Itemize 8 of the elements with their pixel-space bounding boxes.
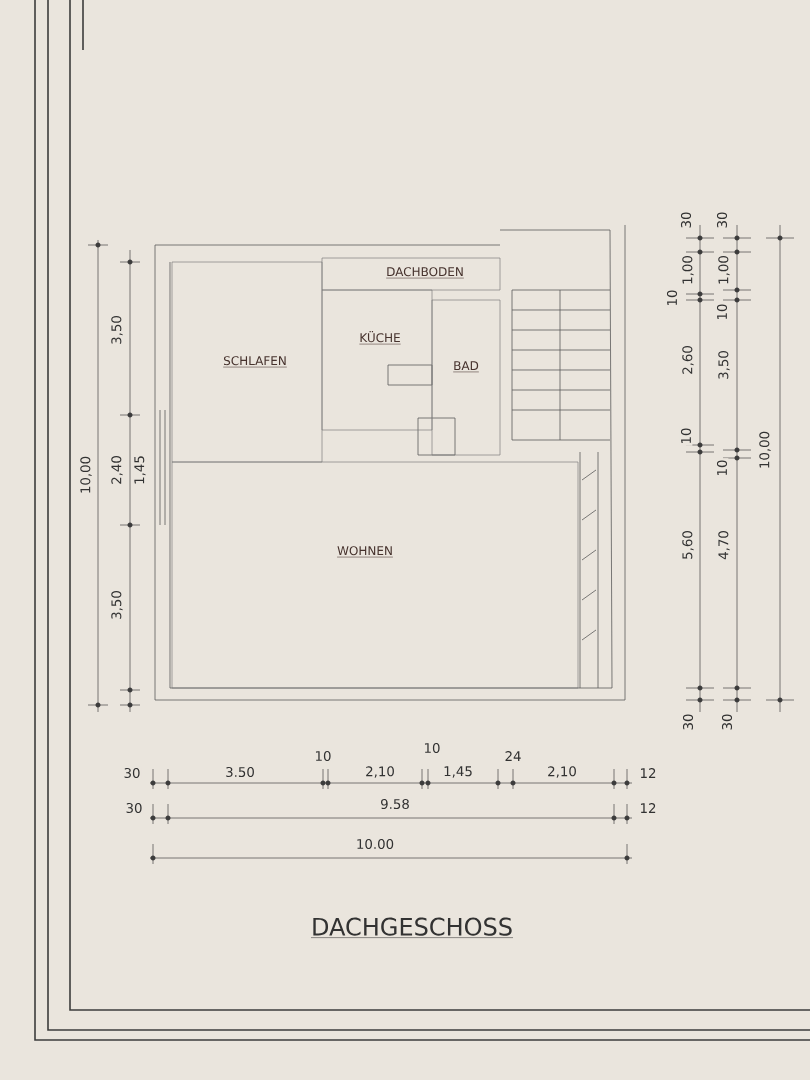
room: SCHLAFEN	[171, 261, 323, 463]
title: DACHGESCHOSS	[310, 917, 514, 938]
room: DACHBODEN	[321, 257, 501, 291]
dimension-text: 1,45	[133, 453, 147, 487]
dimension-text: 1,45	[441, 765, 475, 779]
room: KÜCHE	[321, 289, 433, 431]
room: BAD	[431, 299, 501, 456]
room: WOHNEN	[171, 461, 579, 689]
